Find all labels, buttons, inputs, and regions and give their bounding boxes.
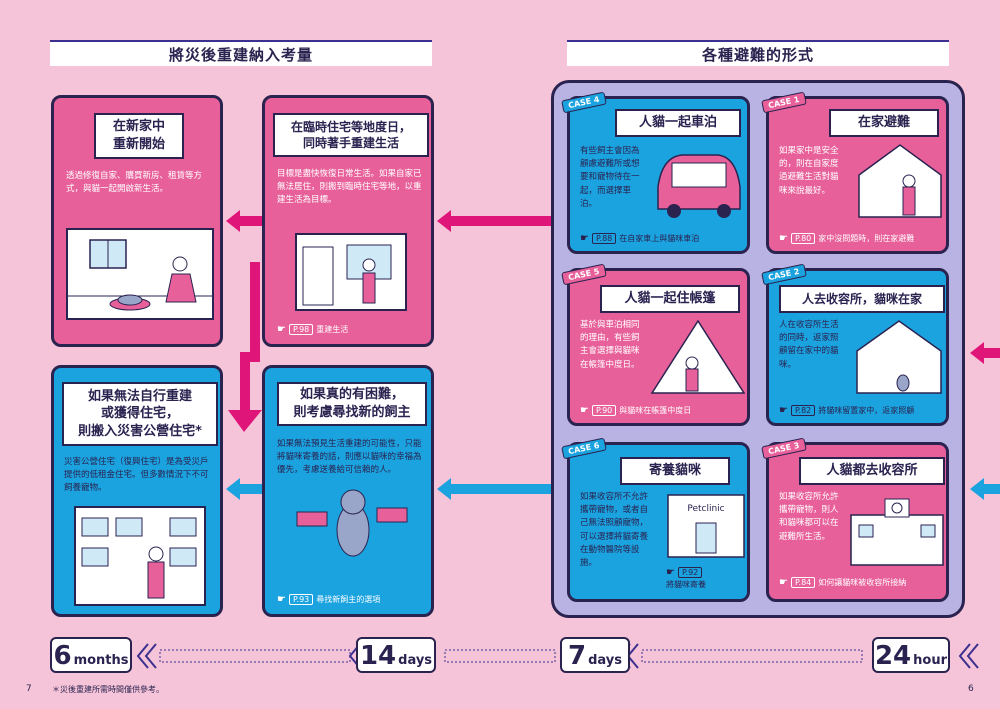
case-4-desc: 有些飼主會因為顧慮避難所或想要和寵物待在一起，而選擇車泊。: [580, 146, 640, 209]
case-3-ref[interactable]: ☛ P.84 如何讓貓咪被收容所接納: [779, 577, 907, 588]
arrow-left-icon: [970, 342, 1000, 364]
case-5-title: 人貓一起住帳篷: [600, 285, 740, 313]
card-new-owner: 如果真的有困難， 則考慮尋找新的飼主 如果無法預見生活重建的可能性，只能 將貓咪…: [262, 365, 434, 617]
card-public-housing-title: 如果無法自行重建 或獲得住宅， 則搬入災害公營住宅*: [62, 382, 218, 446]
case-1-ref[interactable]: ☛ P.80 家中沒問題時，則在家避難: [779, 233, 915, 244]
case-2-ref[interactable]: ☛ P.82 將貓咪留置家中，返家照顧: [779, 405, 915, 416]
case-4-title: 人貓一起車泊: [615, 109, 741, 137]
pointing-hand-icon: ☛: [779, 577, 788, 588]
arrow-left-icon: [437, 478, 551, 500]
case-6-ref[interactable]: ☛ P.92 將貓咪寄養: [666, 567, 706, 589]
case-4-ref[interactable]: ☛ P.88 在自家車上與貓咪車泊: [580, 233, 700, 244]
pointing-hand-icon: ☛: [580, 405, 589, 416]
case-6-card: 寄養貓咪 如果收容所不允許攜帶寵物，或者自己無法照顧寵物，可以選擇將貓寄養在動物…: [567, 442, 750, 602]
card-new-owner-title: 如果真的有困難， 則考慮尋找新的飼主: [277, 382, 427, 426]
ref-new-owner[interactable]: ☛ P.93 尋找新飼主的選項: [277, 594, 381, 605]
header-left: 將災後重建納入考量: [50, 40, 432, 66]
case-1-title: 在家避難: [829, 109, 939, 137]
pet-clinic-sign: Petclinic: [687, 504, 724, 514]
case-2-title: 人去收容所，貓咪在家: [779, 285, 945, 313]
pointing-hand-icon: ☛: [666, 567, 675, 578]
illustration-tent: [650, 319, 746, 394]
page-number-right: 6: [968, 684, 974, 694]
illustration-school-shelter: [850, 498, 944, 566]
pointing-hand-icon: ☛: [779, 233, 788, 244]
case-3-card: 人貓都去收容所 如果收容所允許攜帶寵物，則人和貓咪都可以在避難所生活。 ☛ P.…: [766, 442, 949, 602]
timeline-track: [136, 643, 979, 669]
illustration-handing-cat: [296, 489, 408, 557]
illustration-empty-house: [856, 320, 942, 394]
case-5-ref[interactable]: ☛ P.90 與貓咪在帳篷中度日: [580, 405, 692, 416]
card-temp-housing-title: 在臨時住宅等地度日， 同時著手重建生活: [273, 113, 429, 157]
arrow-left-icon: [970, 478, 1000, 500]
double-chevron-icon: [136, 643, 979, 669]
arrow-left-icon: [437, 210, 551, 232]
card-new-owner-desc: 如果無法預見生活重建的可能性，只能 將貓咪寄養的話，則應以貓咪的幸福為 優先，考…: [277, 439, 422, 476]
case-3-title: 人貓都去收容所: [799, 457, 945, 485]
card-temp-housing-desc: 目標是盡快恢復日常生活。如果自家已 無法居住，則搬到臨時住宅等地，以重 建生活為…: [277, 169, 422, 206]
card-public-housing: 如果無法自行重建 或獲得住宅， 則搬入災害公營住宅* 災害公營住宅（復興住宅）是…: [51, 365, 223, 617]
illustration-woman-cat-room: [66, 228, 214, 320]
illustration-car: [657, 154, 741, 218]
case-6-desc: 如果收容所不允許攜帶寵物，或者自己無法照顧寵物，可以選擇將貓寄養在動物醫院等設施…: [580, 492, 649, 568]
card-temp-housing: 在臨時住宅等地度日， 同時著手重建生活 目標是盡快恢復日常生活。如果自家已 無法…: [262, 95, 434, 347]
pointing-hand-icon: ☛: [277, 594, 286, 605]
illustration-temp-house: [295, 233, 407, 311]
card-new-home-title: 在新家中 重新開始: [94, 113, 184, 159]
pointing-hand-icon: ☛: [580, 233, 589, 244]
page-number-left: 7: [26, 684, 32, 694]
ref-temp-housing[interactable]: ☛ P.98 重建生活: [277, 324, 349, 335]
arrow-down-left-icon: [228, 262, 262, 432]
pointing-hand-icon: ☛: [779, 405, 788, 416]
case-4-card: 人貓一起車泊 有些飼主會因為顧慮避難所或想要和寵物待在一起，而選擇車泊。 ☛ P…: [567, 96, 750, 254]
case-2-desc: 人在收容所生活的同時，返家照顧留在家中的貓咪。: [779, 320, 839, 370]
arrow-left-icon: [226, 478, 262, 500]
case-2-card: 人去收容所，貓咪在家 人在收容所生活的同時，返家照顧留在家中的貓咪。 ☛ P.8…: [766, 268, 949, 426]
pointing-hand-icon: ☛: [277, 324, 286, 335]
illustration-pet-clinic: Petclinic: [667, 494, 745, 558]
header-right: 各種避難的形式: [567, 40, 949, 66]
case-6-title: 寄養貓咪: [620, 457, 730, 485]
card-public-housing-desc: 災害公營住宅（復興住宅）是為受災戶 提供的低租金住宅。但多數情況下不可 飼養寵物…: [64, 457, 209, 494]
illustration-house: [858, 144, 942, 218]
case-5-desc: 基於與車泊相同的理由，有些飼主會選擇與貓咪在帳篷中度日。: [580, 320, 640, 370]
footnote: ＊災後重建所需時間僅供參考。: [52, 685, 164, 694]
card-new-home: 在新家中 重新開始 透過修復自家、購買新房、租賃等方 式，與貓一起開啟新生活。: [51, 95, 223, 347]
arrow-left-icon: [226, 210, 262, 232]
case-1-card: 在家避難 如果家中是安全的，則在自家度過避難生活對貓咪來說最好。 ☛ P.80 …: [766, 96, 949, 254]
illustration-apartment: [74, 506, 206, 606]
case-3-desc: 如果收容所允許攜帶寵物，則人和貓咪都可以在避難所生活。: [779, 492, 839, 542]
header-left-title: 將災後重建納入考量: [168, 45, 313, 64]
case-1-desc: 如果家中是安全的，則在自家度過避難生活對貓咪來說最好。: [779, 146, 839, 196]
case-5-card: 人貓一起住帳篷 基於與車泊相同的理由，有些飼主會選擇與貓咪在帳篷中度日。 ☛ P…: [567, 268, 750, 426]
header-right-title: 各種避難的形式: [701, 45, 814, 64]
card-new-home-desc: 透過修復自家、購買新房、租賃等方 式，與貓一起開啟新生活。: [66, 171, 203, 195]
